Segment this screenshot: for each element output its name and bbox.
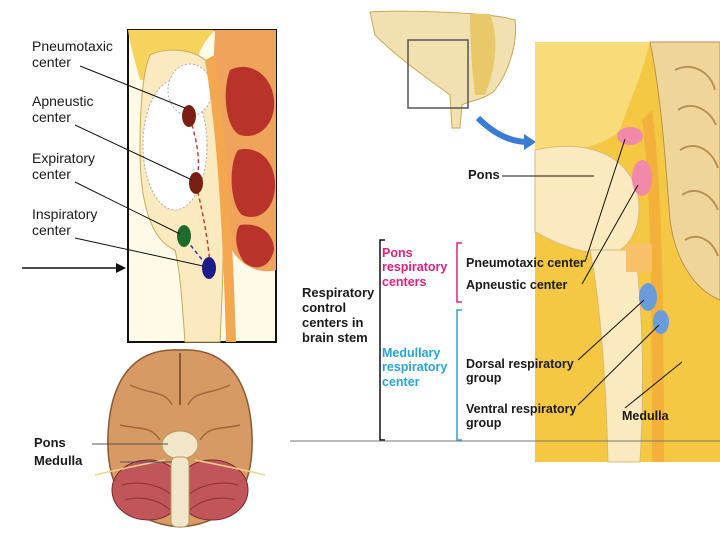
dorsal-group-shape [639,283,657,311]
apneustic-center-dot [189,172,203,194]
arrow-head-icon [116,263,126,273]
cerebellum-lobule [236,224,274,268]
leader-line [624,361,683,409]
brainstem-schematic: Pneumotaxic center Apneustic center Expi… [0,0,290,345]
expiratory-label: Expiratory center [32,150,96,183]
thumbnail-stem [470,14,496,95]
brainstem-schematic-art [22,29,277,343]
leader-line [581,184,639,285]
ventral-group-shape [653,310,669,334]
pneumotaxic-center-shape [617,127,643,145]
pons-bracket [456,242,462,303]
medulla-group-item-dorsal: Dorsal respiratory group [466,357,574,386]
zoom-arrow-head-icon [524,134,536,150]
leader-line [74,124,193,181]
inspiratory-label: Inspiratory center [32,206,98,239]
leader-line [79,65,186,109]
inspiratory-center-dot [202,257,216,279]
medulla-group-item-ventral: Ventral respiratory group [466,402,577,431]
midbrain-region [535,42,650,150]
pons-bulge [534,145,640,253]
medulla-structure [170,456,190,528]
expiratory-center-dot [177,225,191,247]
leader-line [577,299,645,361]
pons-structure [161,430,199,460]
pons-label-right: Pons [468,167,500,182]
pons-group-item-apneustic: Apneustic center [466,278,568,292]
sagittal-art [280,10,720,463]
brain-inferior-art [92,349,266,528]
cerebellum-large [649,41,720,301]
medulla-group-title: Medullary respiratory center [382,346,448,389]
apneustic-label: Apneustic center [32,93,94,126]
medulla-bracket [456,309,462,441]
zoom-arrow [475,115,529,145]
cerebellum-folia [674,65,719,257]
cranial-nerves [94,459,266,476]
pons-group-title: Pons respiratory centers [382,246,448,289]
folia [121,482,239,511]
fourth-ventricle-band [205,55,236,342]
gyri [119,384,241,441]
orange-marker [626,244,652,272]
medulla-label-right: Medulla [622,409,669,423]
leader-line [74,237,204,267]
group-title-label: Respiratory control centers in brain ste… [302,285,375,345]
zoom-box [407,39,469,109]
brain-inferior-view: Pons Medulla [0,345,290,540]
pons-group-item-pneumotaxic: Pneumotaxic center [466,256,585,270]
pneumotaxic-center-dot [182,105,196,127]
sagittal-brainstem-diagram: Pons Respiratory control centers in brai… [280,0,720,540]
main-bracket [379,239,385,441]
cerebellum-lobule [225,66,275,136]
pathway-line [189,117,200,183]
cerebellum-lobule [231,149,275,217]
medulla-label-bottom: Medulla [34,453,83,468]
pneumotaxic-label: Pneumotaxic center [32,38,113,71]
pons-label-bottom: Pons [34,435,66,450]
leader-line [74,181,181,235]
leader-line [584,138,626,263]
leader-line [577,324,660,406]
